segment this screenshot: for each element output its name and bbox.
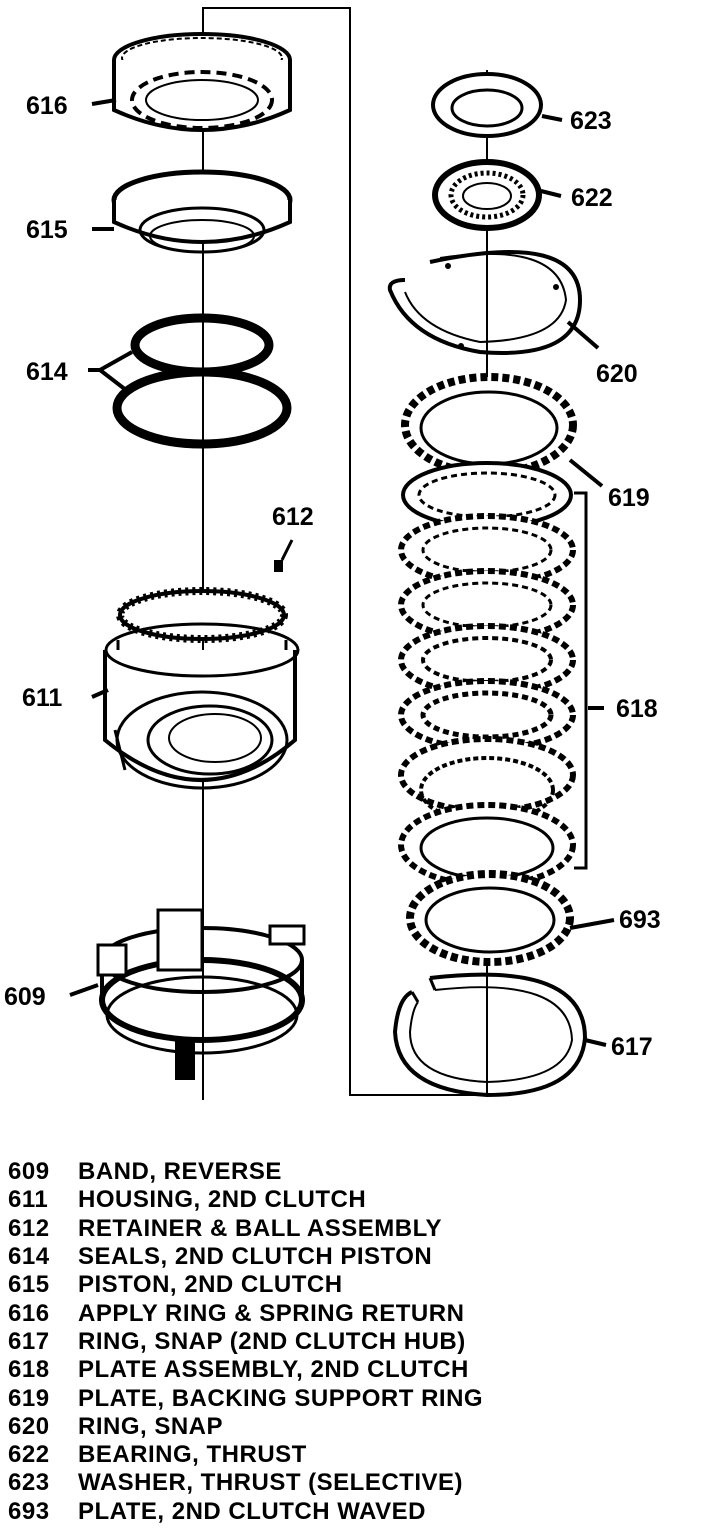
legend-description: APPLY RING & SPRING RETURN [78,1299,465,1327]
callout-693: 693 [619,906,661,934]
callout-617: 617 [611,1033,653,1061]
part-615-piston [111,169,293,254]
legend-row: 611 HOUSING, 2ND CLUTCH [8,1186,708,1214]
legend-row: 623 WASHER, THRUST (SELECTIVE) [8,1469,708,1497]
exploded-parts-diagram: 616 615 614 612 611 609 623 622 620 619 … [4,7,661,1100]
legend-number: 620 [8,1412,50,1440]
legend-number: 615 [8,1271,50,1299]
leader-lines [69,98,615,1047]
legend-number: 611 [8,1186,49,1214]
legend-row: 620 RING, SNAP [8,1413,708,1441]
legend-row: 609 BAND, REVERSE [8,1158,708,1186]
legend-number: 619 [8,1384,50,1412]
part-620-snap-ring [387,250,583,355]
callout-615: 615 [26,216,68,244]
legend-number: 622 [8,1441,50,1469]
part-612-retainer-ball [274,539,294,572]
callout-618: 618 [616,695,658,723]
callout-614: 614 [26,358,68,386]
callout-612: 612 [272,503,314,531]
legend-row: 612 RETAINER & BALL ASSEMBLY [8,1215,708,1243]
legend-row: 618 PLATE ASSEMBLY, 2ND CLUTCH [8,1356,708,1384]
legend-number: 616 [8,1299,50,1327]
callout-620: 620 [596,360,638,388]
legend-number: 617 [8,1327,50,1355]
callout-609: 609 [4,983,46,1011]
legend-description: HOUSING, 2ND CLUTCH [78,1186,367,1214]
legend-row: 616 APPLY RING & SPRING RETURN [8,1299,708,1327]
legend-number: 623 [8,1469,50,1497]
part-616-apply-ring [112,32,292,132]
legend-number: 614 [8,1243,50,1271]
legend-description: PLATE, BACKING SUPPORT RING [78,1384,484,1412]
legend-number: 693 [8,1497,50,1525]
legend-description: WASHER, THRUST (SELECTIVE) [78,1469,464,1497]
legend-description: PISTON, 2ND CLUTCH [78,1271,343,1299]
part-614-seals [112,313,292,449]
legend-description: PLATE, 2ND CLUTCH WAVED [78,1497,426,1525]
callout-623: 623 [570,107,612,135]
legend-row: 614 SEALS, 2ND CLUTCH PISTON [8,1243,708,1271]
callout-611: 611 [22,684,62,712]
part-693-waved-plate [406,870,574,966]
part-609-band [96,908,306,1080]
legend-row: 619 PLATE, BACKING SUPPORT RING [8,1384,708,1412]
part-618-bracket [574,491,588,870]
legend-description: RETAINER & BALL ASSEMBLY [78,1214,443,1242]
callout-616: 616 [26,92,68,120]
legend-description: BAND, REVERSE [78,1158,282,1186]
legend-description: PLATE ASSEMBLY, 2ND CLUTCH [78,1356,469,1384]
legend-description: SEALS, 2ND CLUTCH PISTON [78,1243,433,1271]
legend-description: RING, SNAP (2ND CLUTCH HUB) [78,1327,466,1355]
legend-number: 609 [8,1158,50,1186]
part-617-snap-ring [392,972,588,1098]
callout-619: 619 [608,484,650,512]
legend-row: 615 PISTON, 2ND CLUTCH [8,1271,708,1299]
part-618-plate-assembly [398,461,576,888]
part-622-bearing [432,159,542,231]
legend-description: RING, SNAP [78,1412,224,1440]
part-619-backing-plate [401,373,577,477]
legend-row: 617 RING, SNAP (2ND CLUTCH HUB) [8,1328,708,1356]
part-623-washer [431,72,543,138]
legend-row: 693 PLATE, 2ND CLUTCH WAVED [8,1498,708,1526]
legend-description: BEARING, THRUST [78,1441,307,1469]
legend-number: 618 [8,1356,50,1384]
part-611-housing [103,587,300,790]
legend-row: 622 BEARING, THRUST [8,1441,708,1469]
callout-622: 622 [571,184,613,212]
legend-number: 612 [8,1214,50,1242]
